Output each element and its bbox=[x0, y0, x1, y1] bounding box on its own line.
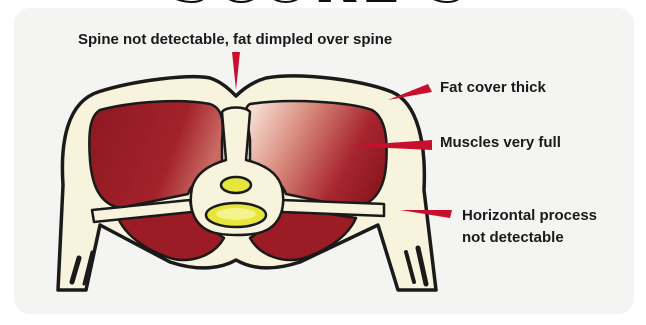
label-spine: Spine not detectable, fat dimpled over s… bbox=[78, 30, 392, 49]
label-horizontal-process-line2: not detectable bbox=[462, 228, 564, 247]
label-muscles: Muscles very full bbox=[440, 133, 561, 152]
label-horizontal-process-line1: Horizontal process bbox=[462, 206, 597, 225]
pointer-spine bbox=[232, 52, 240, 90]
label-fat-cover: Fat cover thick bbox=[440, 78, 546, 97]
spinal-canal bbox=[221, 177, 251, 193]
vertebral-body-highlight bbox=[216, 208, 256, 220]
horizontal-process-right bbox=[282, 200, 384, 216]
